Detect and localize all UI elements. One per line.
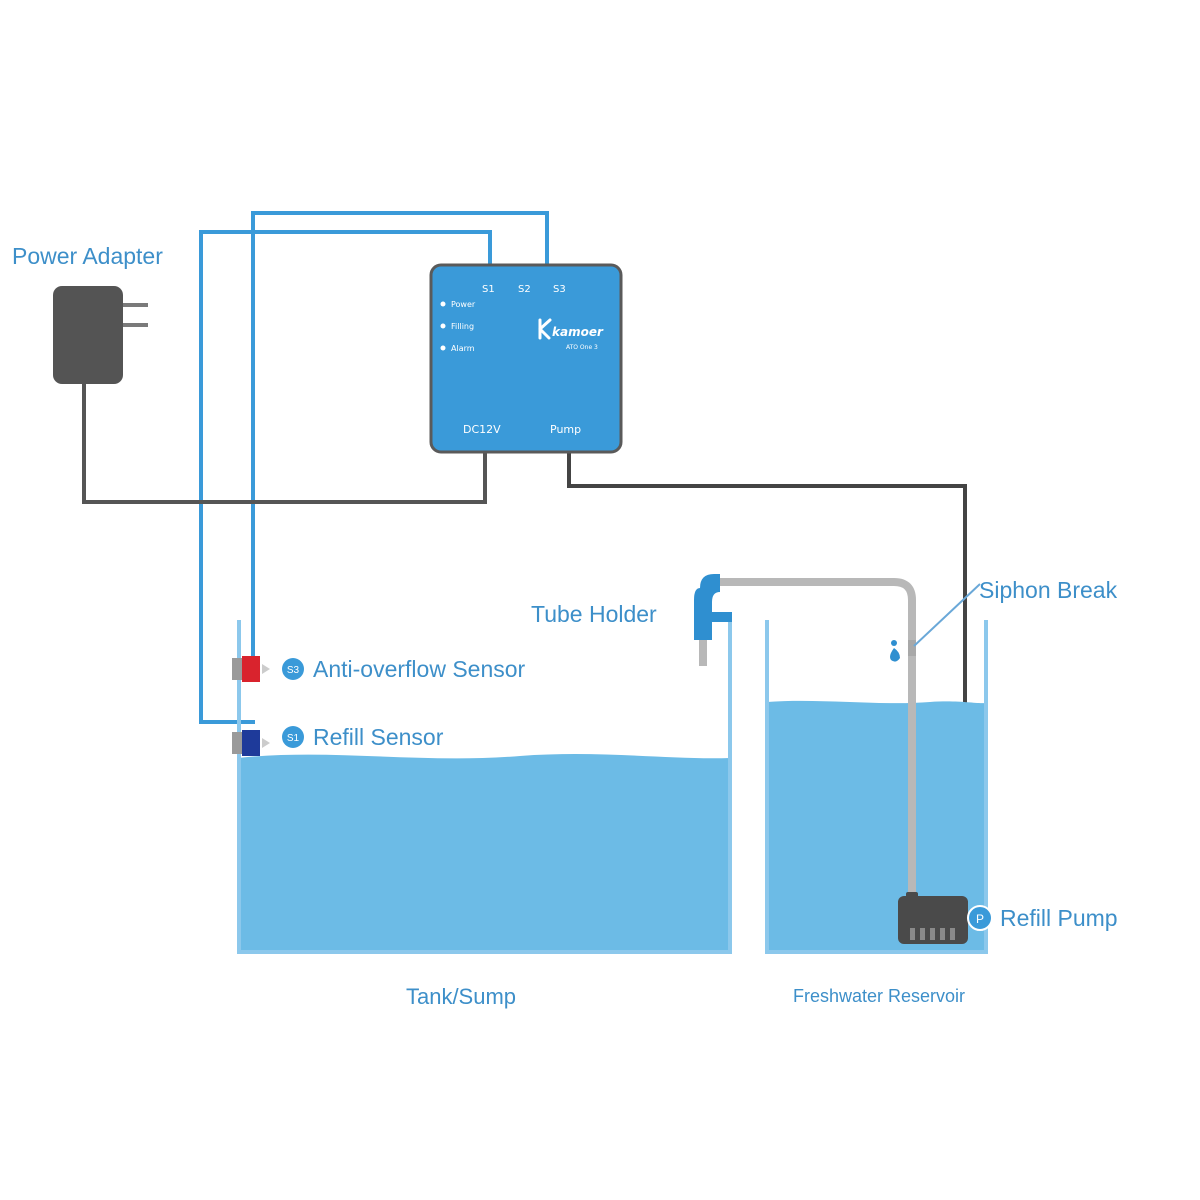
kamoer-logo-icon <box>538 318 552 340</box>
port-s3-label: S3 <box>553 284 566 295</box>
controller-box: S1 S2 S3 Power Filling Alarm kamoer ATO … <box>429 263 623 454</box>
wire-dc12v <box>82 383 487 504</box>
wire-s1-refill <box>199 230 492 724</box>
alarm-indicator-dot <box>440 345 446 351</box>
power-adapter-label: Power Adapter <box>12 243 163 269</box>
power-adapter-icon <box>53 286 148 384</box>
tube-holder-label: Tube Holder <box>531 601 657 627</box>
port-pump-label: Pump <box>550 423 581 436</box>
wire-pump <box>567 452 967 898</box>
siphon-break-hole <box>908 640 916 656</box>
svg-text:P: P <box>976 912 984 926</box>
water-drop-icon <box>890 640 900 662</box>
svg-text:S3: S3 <box>287 665 300 676</box>
refill-sensor <box>232 730 270 756</box>
siphon-break-leader <box>913 583 981 647</box>
freshwater-reservoir <box>765 620 988 954</box>
siphon-break-label: Siphon Break <box>979 577 1118 603</box>
refill-pump-icon <box>898 892 968 944</box>
anti-overflow-sensor <box>232 656 270 682</box>
port-s2-label: S2 <box>518 284 531 295</box>
tube-holder-icon <box>694 574 732 666</box>
refill-tube <box>718 578 916 898</box>
indicator-power-label: Power <box>451 300 476 309</box>
badge-s1: S1 <box>282 726 304 748</box>
brand-label: kamoer <box>552 325 604 339</box>
svg-text:S1: S1 <box>287 733 300 744</box>
indicator-alarm-label: Alarm <box>451 344 475 353</box>
filling-indicator-dot <box>440 323 446 329</box>
port-dc12v-label: DC12V <box>463 423 501 436</box>
freshwater-reservoir-label: Freshwater Reservoir <box>793 986 965 1006</box>
anti-overflow-sensor-label: Anti-overflow Sensor <box>313 656 526 682</box>
model-label: ATO One 3 <box>566 344 598 351</box>
indicator-filling-label: Filling <box>451 322 474 331</box>
refill-pump-label: Refill Pump <box>1000 905 1118 931</box>
badge-s3: S3 <box>282 658 304 680</box>
badge-p: P <box>967 905 993 931</box>
port-s1-label: S1 <box>482 284 495 295</box>
refill-sensor-label: Refill Sensor <box>313 724 444 750</box>
power-indicator-dot <box>440 301 446 307</box>
tank-sump-label: Tank/Sump <box>406 984 516 1009</box>
wire-s3-anti-overflow <box>251 211 549 660</box>
